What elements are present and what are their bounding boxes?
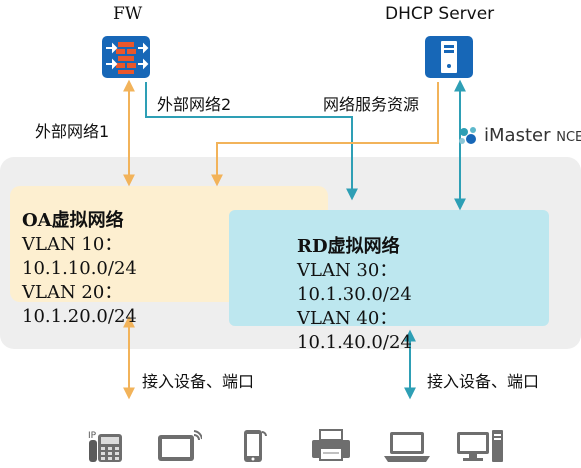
external-network-2-label: 外部网络2 <box>157 95 232 114</box>
link-network-services <box>211 82 439 187</box>
access-right-label: 接入设备、端口 <box>427 372 540 391</box>
desktop-pc-icon <box>455 428 505 464</box>
rd-network-text: RD虚拟网络 VLAN 30： 10.1.30.0/24 VLAN 40： 10… <box>297 235 412 355</box>
svg-text:IP: IP <box>88 431 97 441</box>
rd-vlan-40-label: VLAN 40： <box>297 308 398 329</box>
tablet-icon <box>156 429 203 463</box>
oa-network-text: OA虚拟网络 VLAN 10： 10.1.10.0/24 VLAN 20： 10… <box>22 209 137 329</box>
oa-vlan-10-label: VLAN 10： <box>22 234 123 255</box>
controller-logo-icon <box>458 126 480 146</box>
oa-vlan-20-subnet: 10.1.20.0/24 <box>22 306 137 327</box>
smartphone-icon <box>240 428 268 464</box>
firewall-icon <box>102 36 150 78</box>
network-services-label: 网络服务资源 <box>323 95 420 114</box>
server-icon <box>425 36 473 78</box>
link-external-2 <box>145 82 358 201</box>
access-left-label: 接入设备、端口 <box>142 372 255 391</box>
rd-vlan-40-subnet: 10.1.40.0/24 <box>297 332 412 353</box>
printer-icon <box>310 428 354 464</box>
fw-label: FW <box>113 4 143 24</box>
oa-vlan-10-subnet: 10.1.10.0/24 <box>22 258 137 279</box>
rd-vlan-30-label: VLAN 30： <box>297 260 398 281</box>
external-network-1-label: 外部网络1 <box>35 122 110 141</box>
laptop-icon <box>382 430 434 464</box>
oa-vlan-20-label: VLAN 20： <box>22 282 123 303</box>
dhcp-server-label: DHCP Server <box>385 4 495 24</box>
rd-virtual-network-box <box>229 210 549 326</box>
rd-vlan-30-subnet: 10.1.30.0/24 <box>297 284 412 305</box>
ip-phone-icon: IP <box>86 428 126 464</box>
oa-network-title: OA虚拟网络 <box>22 210 124 231</box>
controller-label: iMaster NCE <box>484 125 581 146</box>
rd-network-title: RD虚拟网络 <box>297 236 400 257</box>
